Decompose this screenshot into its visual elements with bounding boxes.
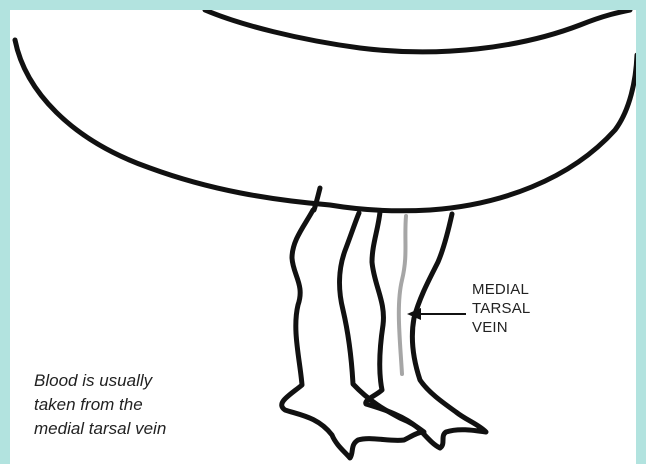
caption-line-3: medial tarsal vein: [34, 417, 166, 441]
wing-outline: [205, 10, 630, 52]
body-outline: [15, 40, 637, 211]
caption-line-2: taken from the: [34, 393, 166, 417]
caption-text: Blood is usually taken from the medial t…: [34, 369, 166, 441]
vein-label-line-2: TARSAL: [472, 299, 530, 318]
vein-label-line-1: MEDIAL: [472, 280, 530, 299]
left-leg-outline: [282, 210, 424, 458]
caption-line-1: Blood is usually: [34, 369, 166, 393]
right-leg-outline: [366, 212, 486, 448]
vein-annotation-label: MEDIAL TARSAL VEIN: [472, 280, 530, 337]
thigh-outline: [314, 188, 320, 210]
vein-label-line-3: VEIN: [472, 318, 530, 337]
medial-tarsal-vein: [399, 216, 406, 374]
